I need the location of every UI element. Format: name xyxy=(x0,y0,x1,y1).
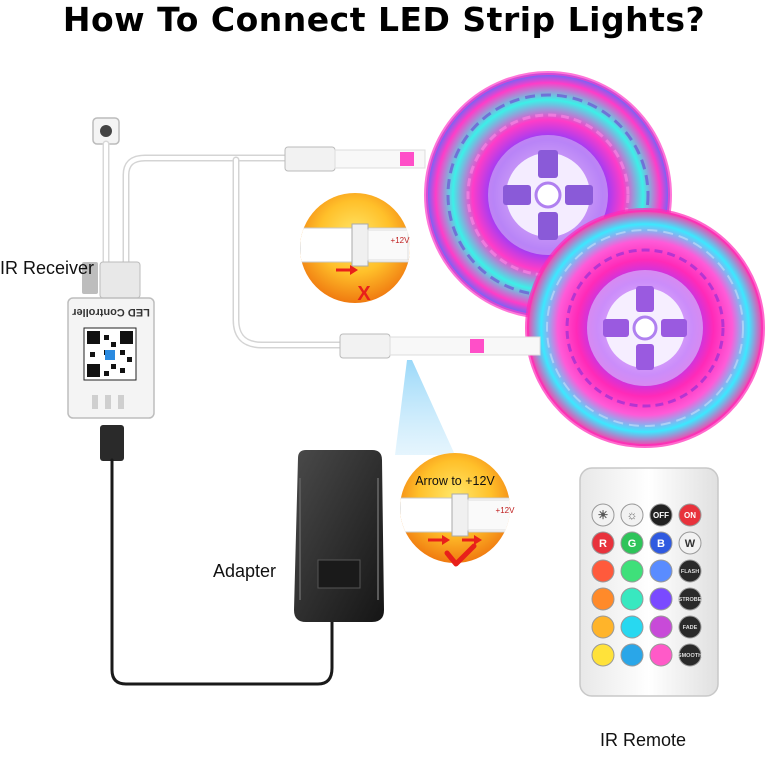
callout-wrong-direction: +12V X xyxy=(300,193,411,305)
strip-connector-top xyxy=(284,146,426,172)
remote-key-bright-up[interactable] xyxy=(591,503,615,527)
page-title: How To Connect LED Strip Lights? xyxy=(62,0,706,39)
remote-key-r[interactable] xyxy=(591,531,615,555)
remote-color-key-3-2[interactable] xyxy=(649,643,673,667)
remote-key-w[interactable] xyxy=(678,531,702,555)
remote-key-off[interactable] xyxy=(649,503,673,527)
remote-key-bright-down[interactable] xyxy=(620,503,644,527)
remote-color-key-2-1[interactable] xyxy=(620,615,644,639)
beam-pointer xyxy=(395,360,455,455)
power-adapter xyxy=(294,450,384,622)
remote-key-r-label: R xyxy=(599,538,607,550)
led-controller: LED Controller xyxy=(67,261,155,419)
remote-key-b[interactable] xyxy=(649,531,673,555)
controller-brand-text: LED Controller xyxy=(71,306,149,318)
remote-key-strobe[interactable] xyxy=(678,587,702,611)
remote-key-g[interactable] xyxy=(620,531,644,555)
voltage-mark-bottom: +12V xyxy=(496,506,516,515)
remote-color-key-2-2[interactable] xyxy=(649,615,673,639)
remote-color-key-0-2[interactable] xyxy=(649,559,673,583)
ir-remote: ☀ ☼ OFF ON R G B W FLASH STROBE FADE SMOOTH xyxy=(579,467,719,697)
remote-key-fade[interactable] xyxy=(678,615,702,639)
reel-spokes-bottom xyxy=(603,286,687,370)
remote-key-g-label: G xyxy=(628,538,637,550)
remote-key-w-label: W xyxy=(685,538,696,550)
remote-key-strobe-label: STROBE xyxy=(679,597,702,603)
remote-color-key-1-2[interactable] xyxy=(649,587,673,611)
remote-key-b-label: B xyxy=(657,538,665,550)
arrow-hint-label: Arrow to +12V xyxy=(415,474,495,488)
controller-cables xyxy=(92,117,349,686)
remote-color-key-3-0[interactable] xyxy=(591,643,615,667)
remote-color-key-3-1[interactable] xyxy=(620,643,644,667)
wrong-mark: X xyxy=(357,283,371,305)
remote-color-key-0-1[interactable] xyxy=(620,559,644,583)
remote-color-key-0-0[interactable] xyxy=(591,559,615,583)
remote-key-flash-label: FLASH xyxy=(681,569,699,575)
remote-key-smooth[interactable] xyxy=(678,643,702,667)
led-strip-reel-bottom xyxy=(525,208,765,448)
remote-key-bright-down-label: ☼ xyxy=(627,508,638,522)
reel-spokes-top xyxy=(503,150,593,240)
qr-code xyxy=(87,331,133,377)
callout-correct-direction: +12V Arrow to +12V xyxy=(400,453,516,567)
ir-receiver-label: IR Receiver xyxy=(0,258,95,278)
strip-connector-bottom xyxy=(339,333,541,359)
ir-remote-label: IR Remote xyxy=(600,730,687,750)
remote-key-off-label: OFF xyxy=(653,511,669,520)
remote-color-key-1-1[interactable] xyxy=(620,587,644,611)
adapter-label: Adapter xyxy=(213,561,277,581)
remote-color-key-2-0[interactable] xyxy=(591,615,615,639)
remote-key-smooth-label: SMOOTH xyxy=(678,653,702,659)
remote-color-key-1-0[interactable] xyxy=(591,587,615,611)
remote-key-flash[interactable] xyxy=(678,559,702,583)
remote-key-grid: ☀ ☼ OFF ON R G B W FLASH STROBE FADE SMOOTH xyxy=(591,503,702,667)
remote-key-fade-label: FADE xyxy=(683,625,698,631)
check-mark-icon xyxy=(444,543,477,567)
remote-key-on[interactable] xyxy=(678,503,702,527)
voltage-mark-top: +12V xyxy=(391,236,411,245)
remote-key-bright-up-label: ☀ xyxy=(598,508,609,522)
remote-key-on-label: ON xyxy=(684,511,696,520)
